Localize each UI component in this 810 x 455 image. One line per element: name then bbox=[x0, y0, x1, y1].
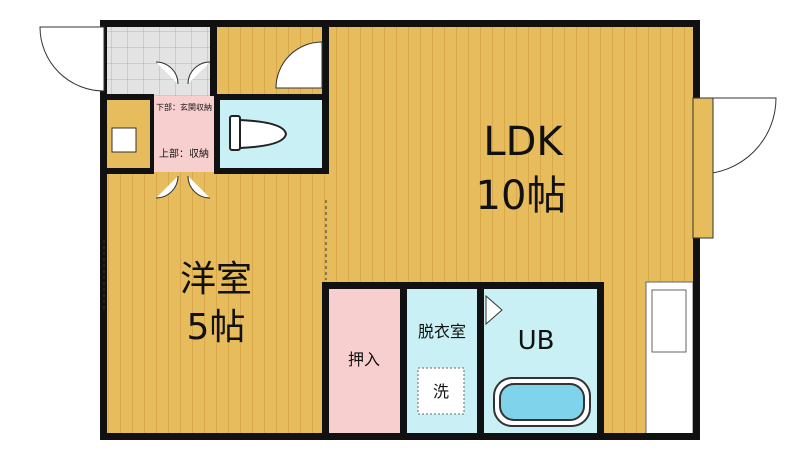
dressing-room-label: 脱衣室 bbox=[417, 322, 466, 341]
western-room-name: 洋室 bbox=[179, 259, 252, 300]
western-room-floor bbox=[104, 172, 328, 434]
entrance-floor bbox=[104, 24, 213, 96]
upper-storage-label: 上部：収納 bbox=[159, 149, 209, 160]
shoe-box bbox=[111, 127, 137, 153]
oshiire-floor bbox=[328, 286, 404, 434]
ldk-name: LDK bbox=[483, 119, 563, 165]
window-east bbox=[692, 97, 714, 239]
bath-door-icon bbox=[485, 294, 503, 326]
storage-floor bbox=[150, 96, 218, 172]
toilet-icon bbox=[229, 115, 288, 151]
ldk-size: 10帖 bbox=[475, 173, 567, 219]
washer-pan bbox=[417, 367, 465, 415]
sink-icon bbox=[651, 289, 687, 353]
bathtub-icon bbox=[493, 377, 591, 427]
western-room-size: 5帖 bbox=[186, 307, 246, 348]
washer-label: 洗 bbox=[432, 382, 449, 401]
oshiire-label: 押入 bbox=[347, 350, 380, 369]
lower-storage-label: 下部：玄関収納 bbox=[156, 103, 212, 112]
bath-label: UB bbox=[517, 326, 555, 356]
